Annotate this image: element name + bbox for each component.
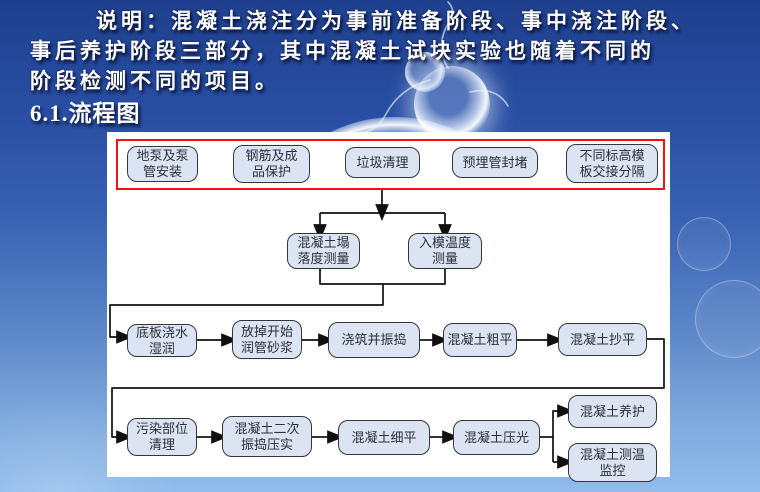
intro-line: 阶段检测不同的项目。 [30, 69, 280, 93]
flow-node-label: 钢筋及成 品保护 [245, 148, 298, 179]
flow-node-label: 混凝土养护 [579, 403, 645, 419]
flow-node-label: 污染部位 清理 [135, 421, 188, 452]
flow-node-drain-mortar: 放掉开始 润管砂浆 [232, 320, 302, 359]
flow-node-rebar-protection: 钢筋及成 品保护 [233, 145, 310, 183]
flow-node-formwork-separation: 不同标高模 板交接分隔 [566, 144, 658, 183]
faint-bubble-icon [695, 280, 760, 358]
flow-node-label: 垃圾清理 [356, 154, 409, 170]
flow-node-label: 混凝土测温 监控 [579, 446, 645, 478]
flow-node-pollution-clean: 污染部位 清理 [127, 418, 197, 456]
flow-node-pump-install: 地泵及泵 管安装 [127, 146, 198, 182]
flow-node-slump-test: 混凝土塌 落度测量 [287, 233, 360, 269]
flow-node-label: 入模温度 测量 [418, 235, 471, 266]
flow-node-garbage-clean: 垃圾清理 [345, 147, 420, 178]
flow-node-label: 浇筑并振捣 [341, 332, 407, 347]
flow-node-label: 放掉开始 润管砂浆 [240, 323, 293, 355]
flow-node-label: 预埋管封堵 [462, 154, 528, 170]
flow-node-base-wetting: 底板浇水 湿润 [127, 324, 197, 357]
flow-node-label: 不同标高模 板交接分隔 [579, 147, 645, 179]
flow-node-label: 地泵及泵 管安装 [136, 148, 189, 179]
flow-node-label: 混凝土粗平 [447, 332, 513, 347]
flow-node-curing: 混凝土养护 [568, 395, 657, 428]
section-title: 6.1.流程图 [30, 101, 141, 126]
flow-node-label: 混凝土二次 振捣压实 [234, 420, 300, 452]
intro-line: 事后养护阶段三部分，其中混凝土试块实验也随着不同的 [30, 39, 655, 63]
flow-node-label: 混凝土压光 [463, 429, 529, 445]
flow-node-press-polish: 混凝土压光 [453, 420, 540, 455]
flow-node-label: 混凝土细平 [351, 429, 417, 445]
flow-node-temp-monitor: 混凝土测温 监控 [568, 443, 657, 482]
flow-node-label: 混凝土塌 落度测量 [297, 235, 350, 266]
flow-node-pour-vibrate: 浇筑并振捣 [328, 322, 420, 358]
flow-node-label: 混凝土抄平 [569, 331, 635, 347]
intro-paragraph: 说明：混凝土浇注分为事前准备阶段、事中浇注阶段、 事后养护阶段三部分，其中混凝土… [30, 6, 735, 96]
flow-node-check-level: 混凝土抄平 [558, 323, 647, 356]
flow-node-second-vibrate: 混凝土二次 振捣压实 [222, 416, 312, 457]
flow-node-embedded-pipe-seal: 预埋管封堵 [452, 147, 538, 178]
faint-bubble-icon [677, 217, 731, 271]
flow-node-fine-level: 混凝土细平 [338, 420, 430, 455]
flow-node-rough-level: 混凝土粗平 [443, 323, 517, 357]
flow-node-mold-temp: 入模温度 测量 [408, 233, 482, 269]
flow-node-label: 底板浇水 湿润 [135, 324, 188, 356]
intro-line: 说明：混凝土浇注分为事前准备阶段、事中浇注阶段、 [96, 9, 696, 33]
preparation-stage-frame [116, 139, 665, 190]
